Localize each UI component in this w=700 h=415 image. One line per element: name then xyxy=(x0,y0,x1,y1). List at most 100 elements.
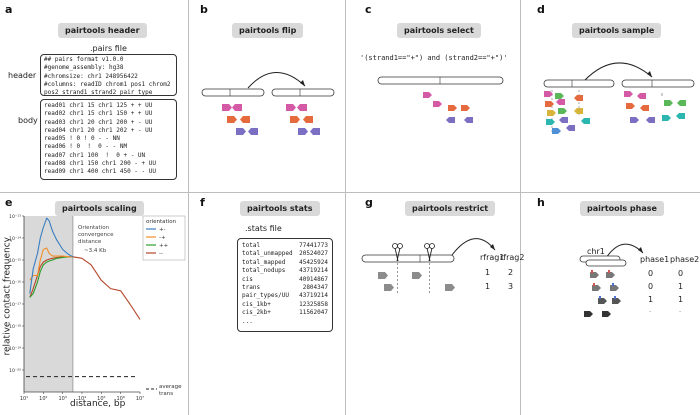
y-tick-label: 10⁻¹⁸ xyxy=(9,324,21,330)
panel-letter-g: g xyxy=(365,196,373,209)
panel-letter-c: c xyxy=(365,3,372,16)
panel-title-f: pairtools stats xyxy=(240,201,320,216)
read-orange xyxy=(240,116,250,123)
read-orange xyxy=(448,105,457,111)
rfrag-cell: 3 xyxy=(508,282,514,291)
legend-label: +- xyxy=(159,227,166,233)
panel-title-d: pairtools sample xyxy=(572,23,662,38)
stats-row: cis 40914867 xyxy=(242,276,328,284)
scissors-icon xyxy=(424,243,435,262)
body-line: read09 chr1 400 chr1 450 - - UU xyxy=(44,168,156,176)
body-line: read04 chr1 20 chr1 202 + - UU xyxy=(44,126,153,134)
rfrag2-header: rfrag2 xyxy=(500,253,525,262)
panel-letter-f: f xyxy=(200,196,205,209)
read xyxy=(384,284,394,291)
read-purple xyxy=(446,117,455,123)
annotation-line: distance xyxy=(78,239,102,245)
sample-diagram xyxy=(543,62,695,134)
rfrag1-header: rfrag1 xyxy=(480,253,505,262)
phase-cell: 0 xyxy=(648,282,654,291)
chromosome-left xyxy=(201,88,265,97)
read xyxy=(412,272,422,279)
read-orange xyxy=(461,105,470,111)
phase-cell: - xyxy=(649,308,652,315)
rfrag-cell: 2 xyxy=(508,268,514,277)
panel-title-e: pairtools scaling xyxy=(55,201,144,216)
stats-row: cis_2kb+11562047 xyxy=(242,309,328,317)
y-tick-label: 10⁻¹⁷ xyxy=(9,302,21,308)
chromosome-right xyxy=(271,88,335,97)
read-orange xyxy=(227,116,237,123)
series-line xyxy=(29,256,141,320)
stats-value: 12325858 xyxy=(299,300,328,308)
arrowhead xyxy=(647,71,652,77)
annotation-line: Orientation xyxy=(78,225,110,231)
stats-row: ... xyxy=(242,318,328,326)
stats-row: pair_types/UU 43719214 xyxy=(242,292,328,300)
stats-value: 45425924 xyxy=(299,258,328,266)
pairs-file-label: .pairs file xyxy=(90,44,127,53)
restrict-diagram xyxy=(361,238,496,295)
stats-key: trans xyxy=(242,284,261,292)
chrom-label: chr1 xyxy=(587,247,605,256)
chromosome xyxy=(361,254,455,263)
header-line: pos2 strand1 strand2 pair_type xyxy=(44,89,153,97)
panel-letter-a: a xyxy=(5,3,13,16)
stats-key: total_unmapped xyxy=(242,250,293,258)
body-line: read08 chr1 150 chr1 200 - + UU xyxy=(44,160,156,168)
pairs-body-box: read01 chr1 15 chr1 125 + + UU read02 ch… xyxy=(40,99,177,180)
avg-trans-label: trans xyxy=(159,391,173,397)
read-purple xyxy=(310,128,320,135)
sample-arrow xyxy=(583,62,653,82)
flip-diagram xyxy=(201,72,335,135)
body-line: read05 ! 0 ! 0 - - NN xyxy=(44,135,120,143)
phase1-header: phase1 xyxy=(640,255,670,264)
panel-title-c: pairtools select xyxy=(397,23,481,38)
chromosome xyxy=(377,76,504,85)
flip-arrow xyxy=(247,72,306,89)
y-tick-label: 10⁻¹⁶ xyxy=(9,280,21,286)
stats-value: 40914867 xyxy=(299,275,328,283)
read-pink xyxy=(232,104,242,111)
x-tick-label: 10⁵ xyxy=(97,396,105,402)
stats-key: pair_types/UU xyxy=(242,292,289,300)
select-expression: '(strand1=="+") and (strand2=="+")' xyxy=(360,54,508,62)
read-pink xyxy=(286,104,296,111)
shaded-region xyxy=(24,216,73,392)
series-line xyxy=(29,256,73,298)
panel-letter-d: d xyxy=(537,3,545,16)
stats-key: total_nodups xyxy=(242,267,286,275)
divider-horizontal xyxy=(0,192,700,193)
header-line: #genome_assembly: hg38 xyxy=(44,64,124,72)
chromosome-left xyxy=(543,79,615,88)
panel-title-g: pairtools restrict xyxy=(405,201,496,216)
x-tick-label: 10² xyxy=(39,396,47,402)
stats-key: cis xyxy=(242,275,253,283)
y-tick-label: 10⁻¹⁵ xyxy=(9,258,21,264)
stats-value: 43719214 xyxy=(299,292,328,300)
stats-row: cis_1kb+ 12325858 xyxy=(242,301,328,309)
header-line: ## pairs format v1.0.0 xyxy=(44,56,124,63)
phase-diagram xyxy=(579,243,644,317)
stats-key: total xyxy=(242,242,261,249)
body-line: read02 chr1 15 chr1 150 + + UU xyxy=(44,110,153,118)
panel-letter-e: e xyxy=(5,196,13,209)
read-purple xyxy=(236,128,246,135)
x-tick-label: 10⁶ xyxy=(116,396,124,402)
panel-title-a: pairtools header xyxy=(58,23,147,38)
y-tick-label: 10⁻¹⁹ xyxy=(9,346,21,352)
phase-cell: 1 xyxy=(648,295,654,304)
arrowhead xyxy=(490,244,495,250)
stats-key: cis_2kb+ xyxy=(242,309,271,317)
chromosome-right xyxy=(621,79,695,88)
series-line xyxy=(29,217,74,294)
read-pink xyxy=(433,101,442,107)
divider-vertical-1 xyxy=(188,0,189,415)
select-diagram xyxy=(377,76,504,123)
divider-vertical-3 xyxy=(520,0,521,415)
stats-key: cis_1kb+ xyxy=(242,300,271,308)
